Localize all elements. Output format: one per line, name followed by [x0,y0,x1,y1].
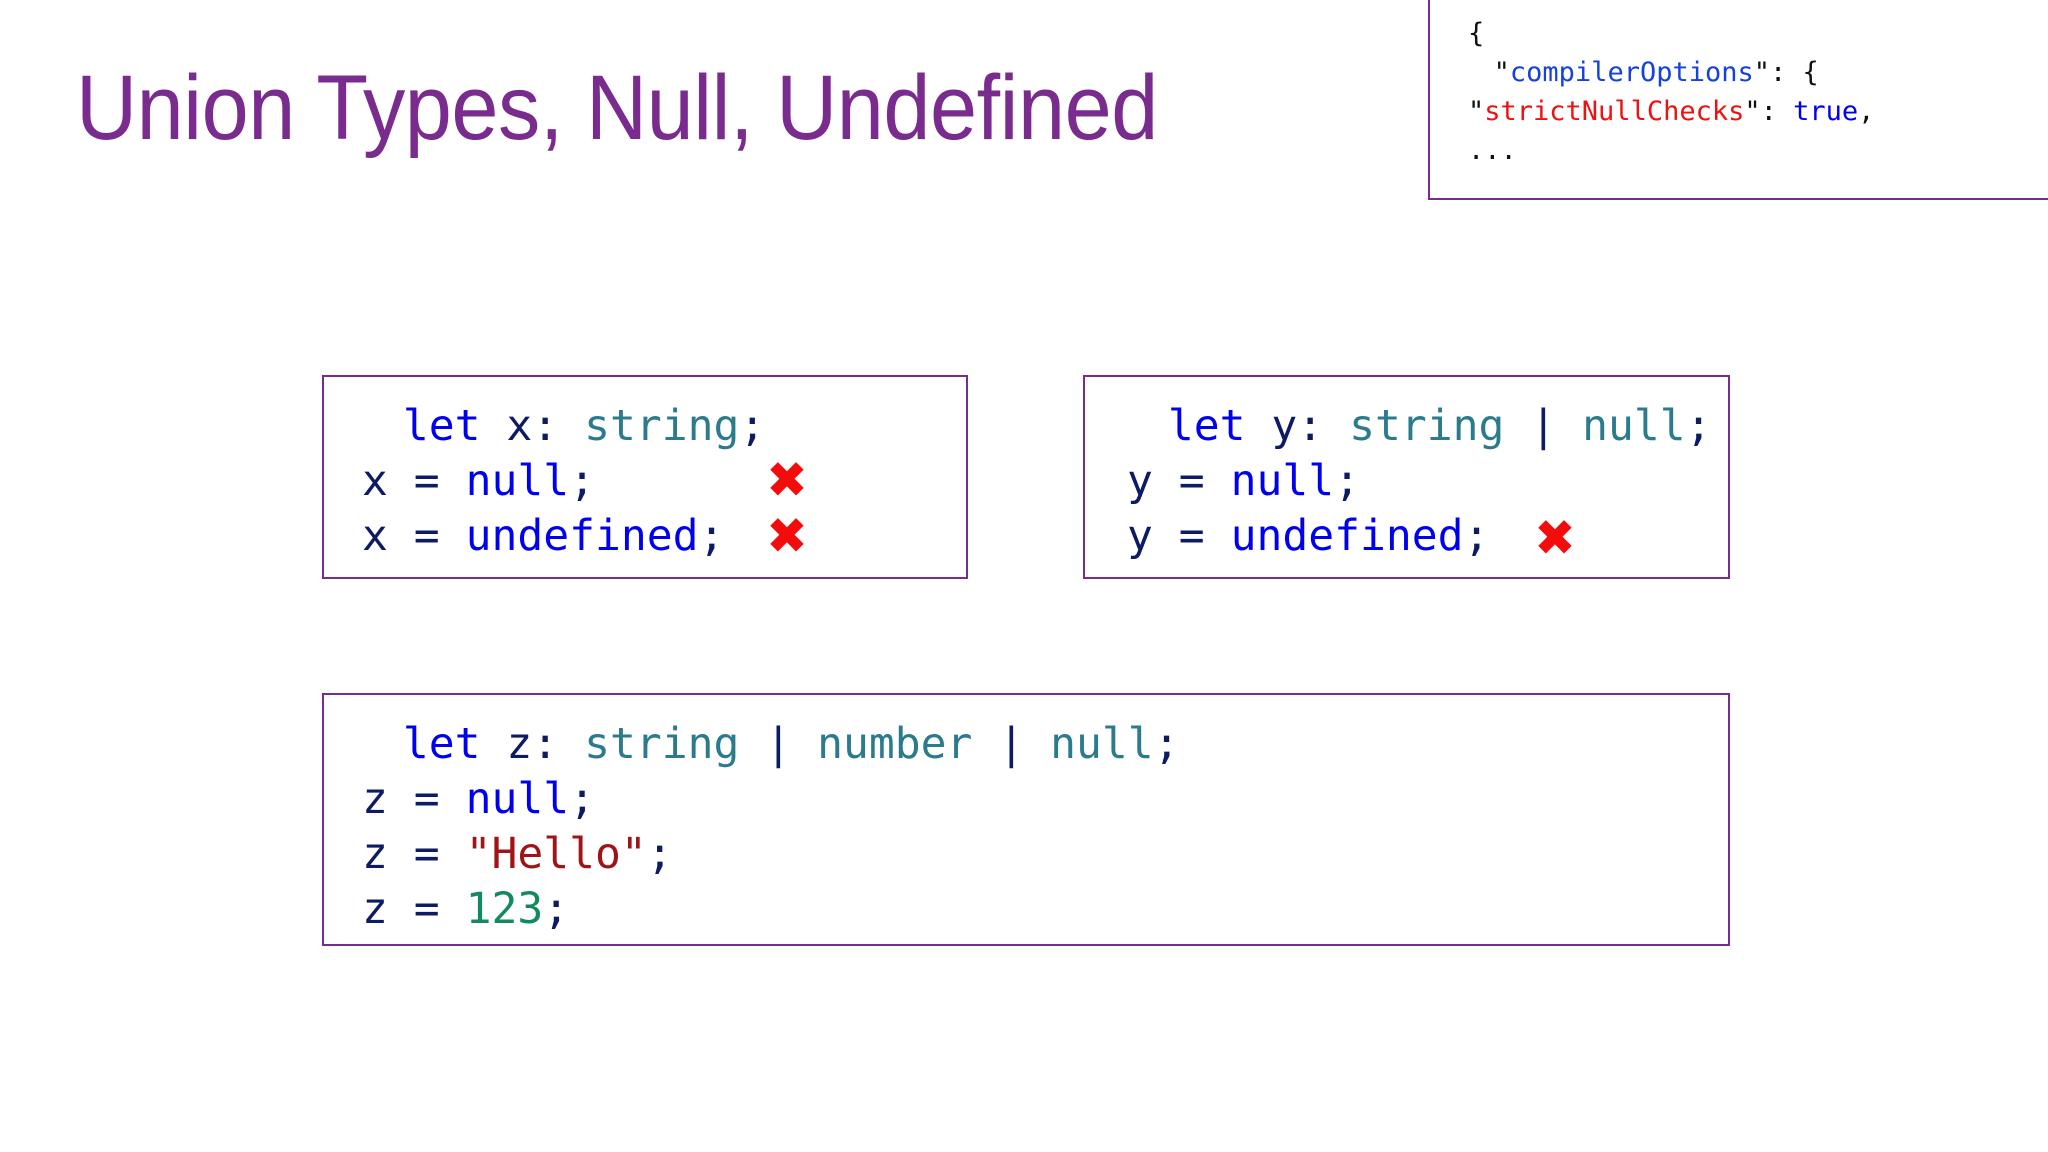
code-token: z = [362,774,466,824]
code-token [1024,719,1050,769]
code-token: null [1050,719,1154,769]
code-line: let z: string | number | null; [362,717,1180,772]
code-token: " [1468,96,1485,127]
code-token: ; [1685,401,1712,451]
code-line: let x: string; [362,399,765,454]
page-title: Union Types, Null, Undefined [76,57,1158,159]
code-line: "strictNullChecks": true, [1468,92,1874,131]
code-token: ; [739,401,766,451]
code-token: ; [569,456,596,506]
tsconfig-json-code: {"compilerOptions": {"strictNullChecks":… [1468,14,1874,170]
code-token: string [1349,401,1505,451]
code-token [1504,401,1530,451]
code-token: x = [362,456,466,506]
code-token: z [480,719,533,769]
code-token: ... [1468,135,1517,166]
code-token: z = [362,884,466,934]
code-token: | [1530,401,1557,451]
code-line: x = null; [362,454,765,509]
error-mark-x-null-icon: ✖ [766,451,808,509]
code-token: string [584,401,740,451]
code-token: null [1230,456,1335,506]
code-line: "compilerOptions": { [1468,53,1874,92]
code-token: { [1468,18,1485,49]
code-line: y = undefined; [1127,509,1712,564]
code-line: y = null; [1127,454,1712,509]
code-token [739,719,765,769]
code-snippet-let-y: let y: string | null;y = null;y = undefi… [1127,399,1712,564]
code-token: x = [362,511,466,561]
code-token: , [1858,96,1875,127]
tsconfig-json-snippet-box: {"compilerOptions": {"strictNullChecks":… [1428,0,2048,200]
code-token: compilerOptions [1509,57,1754,88]
code-line: z = "Hello"; [362,827,1180,882]
code-line: { [1468,14,1874,53]
code-token: "Hello" [465,829,647,879]
code-token: x [480,401,533,451]
code-snippet-let-z: let z: string | number | null;z = null;z… [362,717,1180,937]
code-token: ; [646,829,673,879]
code-token: ; [543,884,570,934]
code-token: : { [1770,57,1819,88]
code-token: null [465,456,570,506]
code-token: undefined [465,511,699,561]
code-snippet-let-x: let x: string;x = null;x = undefined; [362,399,765,564]
code-token: ; [698,511,725,561]
code-token: number [817,719,973,769]
code-token: y = [1127,456,1231,506]
code-token: null [1582,401,1686,451]
code-token: y [1245,401,1298,451]
code-line: z = 123; [362,882,1180,937]
code-line: x = undefined; [362,509,765,564]
code-token: undefined [1230,511,1464,561]
code-token: let [1167,401,1246,451]
code-token: strictNullChecks [1484,96,1745,127]
code-token: ; [1463,511,1490,561]
error-mark-x-undefined-icon: ✖ [766,507,808,565]
code-token [791,719,817,769]
code-token: true [1793,96,1859,127]
code-box-let-x: let x: string;x = null;x = undefined; [322,375,968,579]
code-token: : [1760,96,1794,127]
code-token: | [765,719,792,769]
code-box-let-y: let y: string | null;y = null;y = undefi… [1083,375,1730,579]
error-mark-y-undefined-icon: ✖ [1534,509,1576,567]
code-token: let [402,719,481,769]
code-token: ; [1334,456,1361,506]
code-token: " [1493,57,1510,88]
code-token: " [1744,96,1761,127]
code-token: : [1297,401,1350,451]
code-token: y = [1127,511,1231,561]
code-line: z = null; [362,772,1180,827]
code-token: ; [1153,719,1180,769]
code-token: 123 [465,884,544,934]
code-box-let-z: let z: string | number | null;z = null;z… [322,693,1730,946]
code-token: null [465,774,570,824]
code-line: let y: string | null; [1127,399,1712,454]
code-token [1556,401,1582,451]
code-token: ; [569,774,596,824]
code-token: : [532,719,585,769]
code-token: | [998,719,1025,769]
code-token: " [1753,57,1771,88]
code-line: ... [1468,131,1874,170]
code-token: string [584,719,740,769]
code-token: z = [362,829,466,879]
code-token: let [402,401,481,451]
code-token: : [532,401,585,451]
code-token [972,719,998,769]
